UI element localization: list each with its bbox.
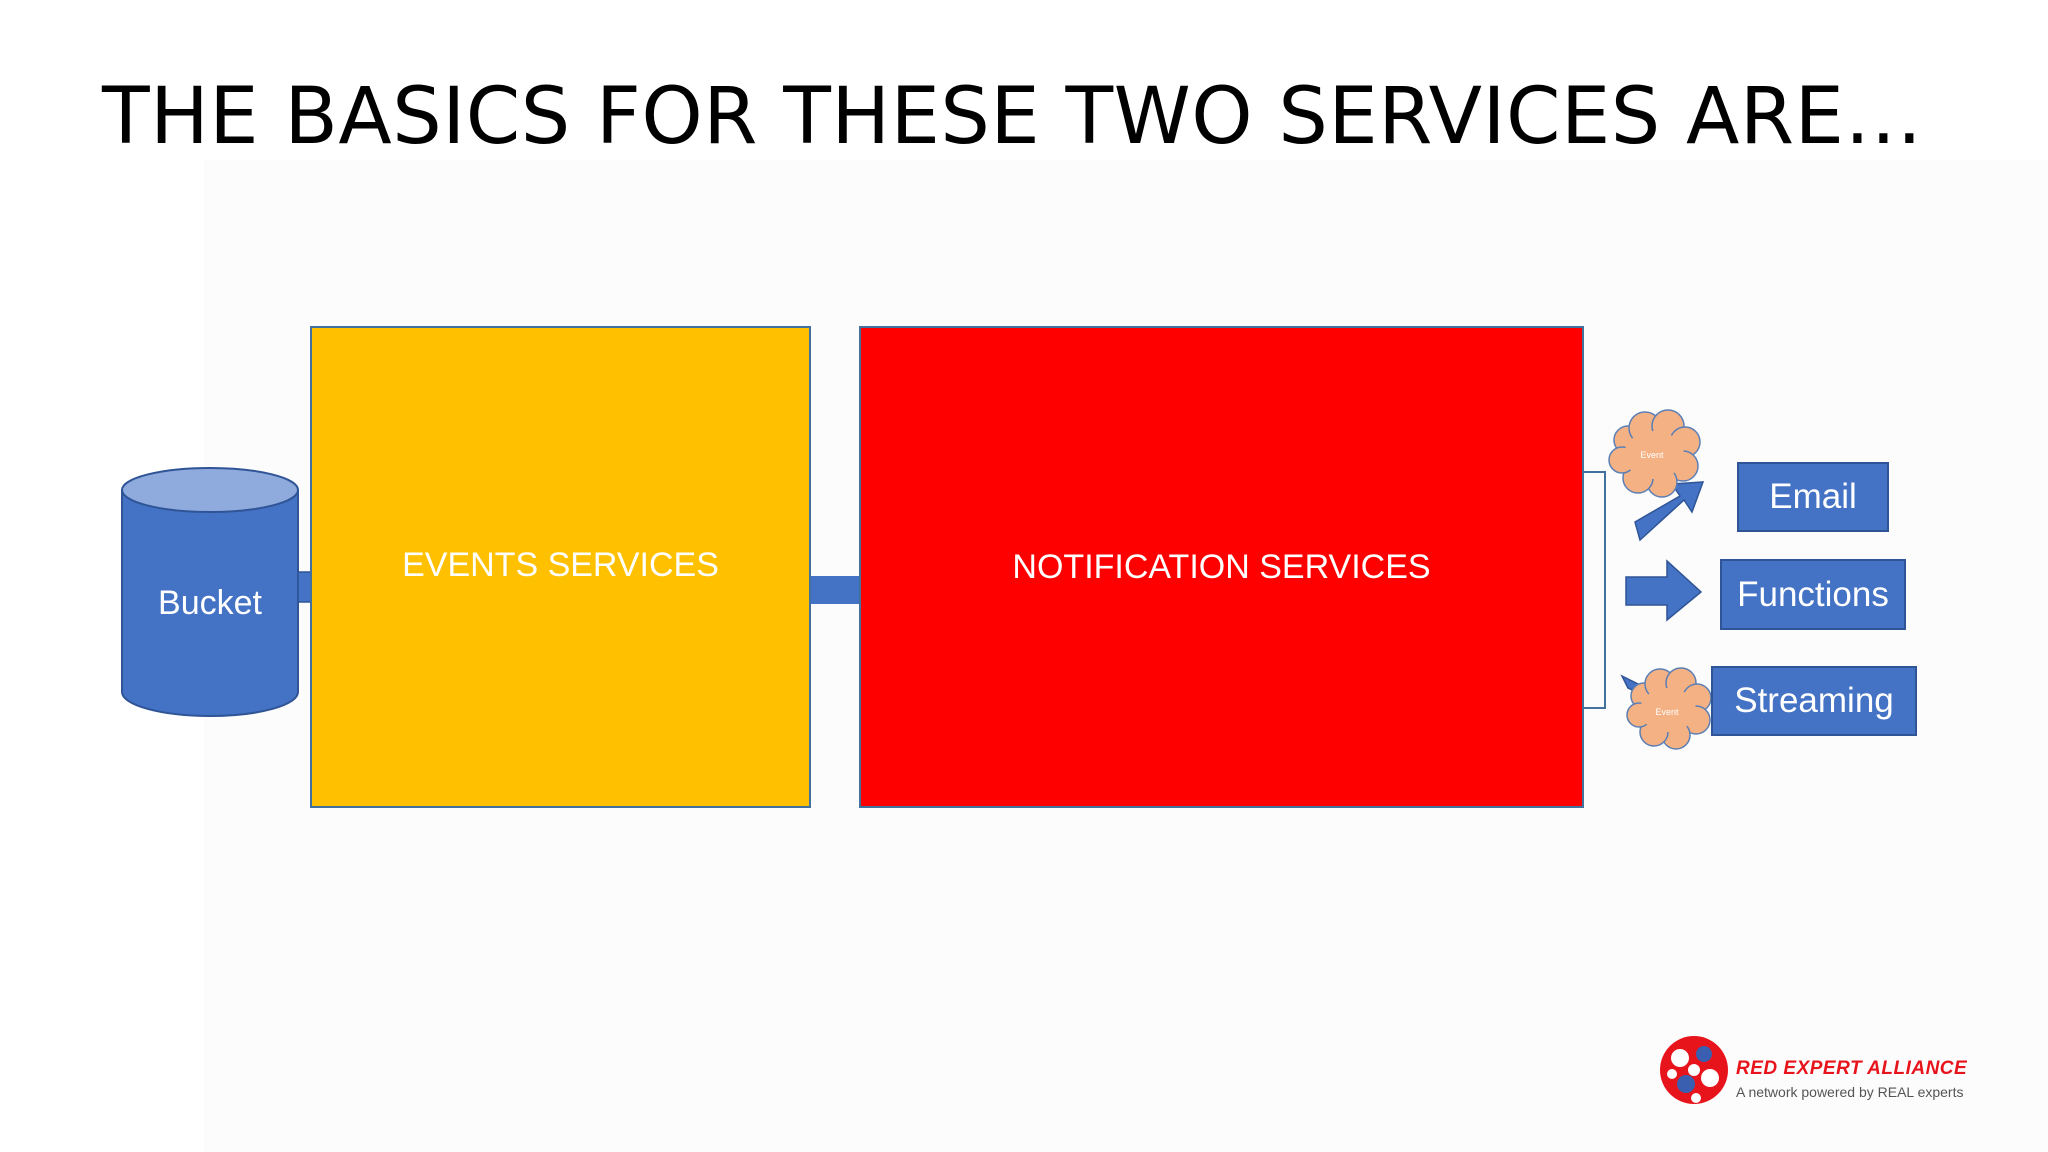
event-cloud-label: Event xyxy=(1640,450,1664,460)
arrow-up-right-icon xyxy=(1634,481,1705,542)
globe-logo-icon xyxy=(1660,1036,1728,1104)
logo-name: RED EXPERT ALLIANCE xyxy=(1736,1058,1968,1079)
bucket-label: Bucket xyxy=(158,584,262,622)
events-services-box: EVENTS SERVICES xyxy=(310,326,811,808)
streaming-target: Streaming xyxy=(1711,666,1917,736)
event-cloud-label: Event xyxy=(1655,707,1679,717)
bucket-cylinder-icon xyxy=(121,467,299,717)
slide-title: THE BASICS FOR THESE TWO SERVICES ARE… xyxy=(102,72,1923,162)
arrow-right-icon xyxy=(1625,559,1703,622)
email-target: Email xyxy=(1737,462,1889,532)
event-cloud-icon xyxy=(1626,667,1712,750)
events-connector xyxy=(811,576,859,604)
notification-services-label: NOTIFICATION SERVICES xyxy=(1012,548,1431,586)
functions-label: Functions xyxy=(1737,574,1889,614)
notification-bracket xyxy=(1584,471,1606,709)
email-label: Email xyxy=(1769,477,1857,516)
events-services-label: EVENTS SERVICES xyxy=(402,546,719,584)
functions-target: Functions xyxy=(1720,559,1906,630)
notification-services-box: NOTIFICATION SERVICES xyxy=(859,326,1584,808)
event-cloud-icon xyxy=(1608,409,1701,498)
logo-tagline: A network powered by REAL experts xyxy=(1736,1084,1964,1100)
streaming-label: Streaming xyxy=(1734,681,1894,720)
red-expert-alliance-logo: RED EXPERT ALLIANCE A network powered by… xyxy=(1656,1032,2008,1108)
